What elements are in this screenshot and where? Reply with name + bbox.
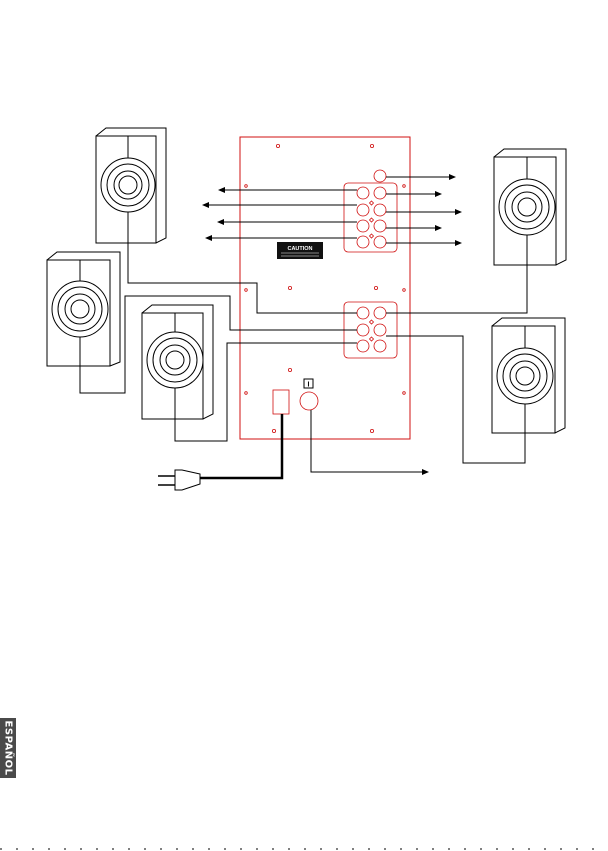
language-tab-label: ESPAÑOL [3,721,14,776]
volume-knob [300,392,318,410]
speaker-icon [494,149,566,265]
speaker-icon [492,318,565,433]
speaker-icon [142,305,213,419]
language-tab: ESPAÑOL [0,718,16,778]
subwoofer-panel: CAUTION [240,137,410,439]
power-switch-label: I [308,382,310,389]
speaker-icon [96,128,166,243]
caution-label: CAUTION [277,242,323,259]
caution-title: CAUTION [287,246,312,252]
power-plug-icon [158,470,200,490]
speaker-icon [47,252,120,366]
